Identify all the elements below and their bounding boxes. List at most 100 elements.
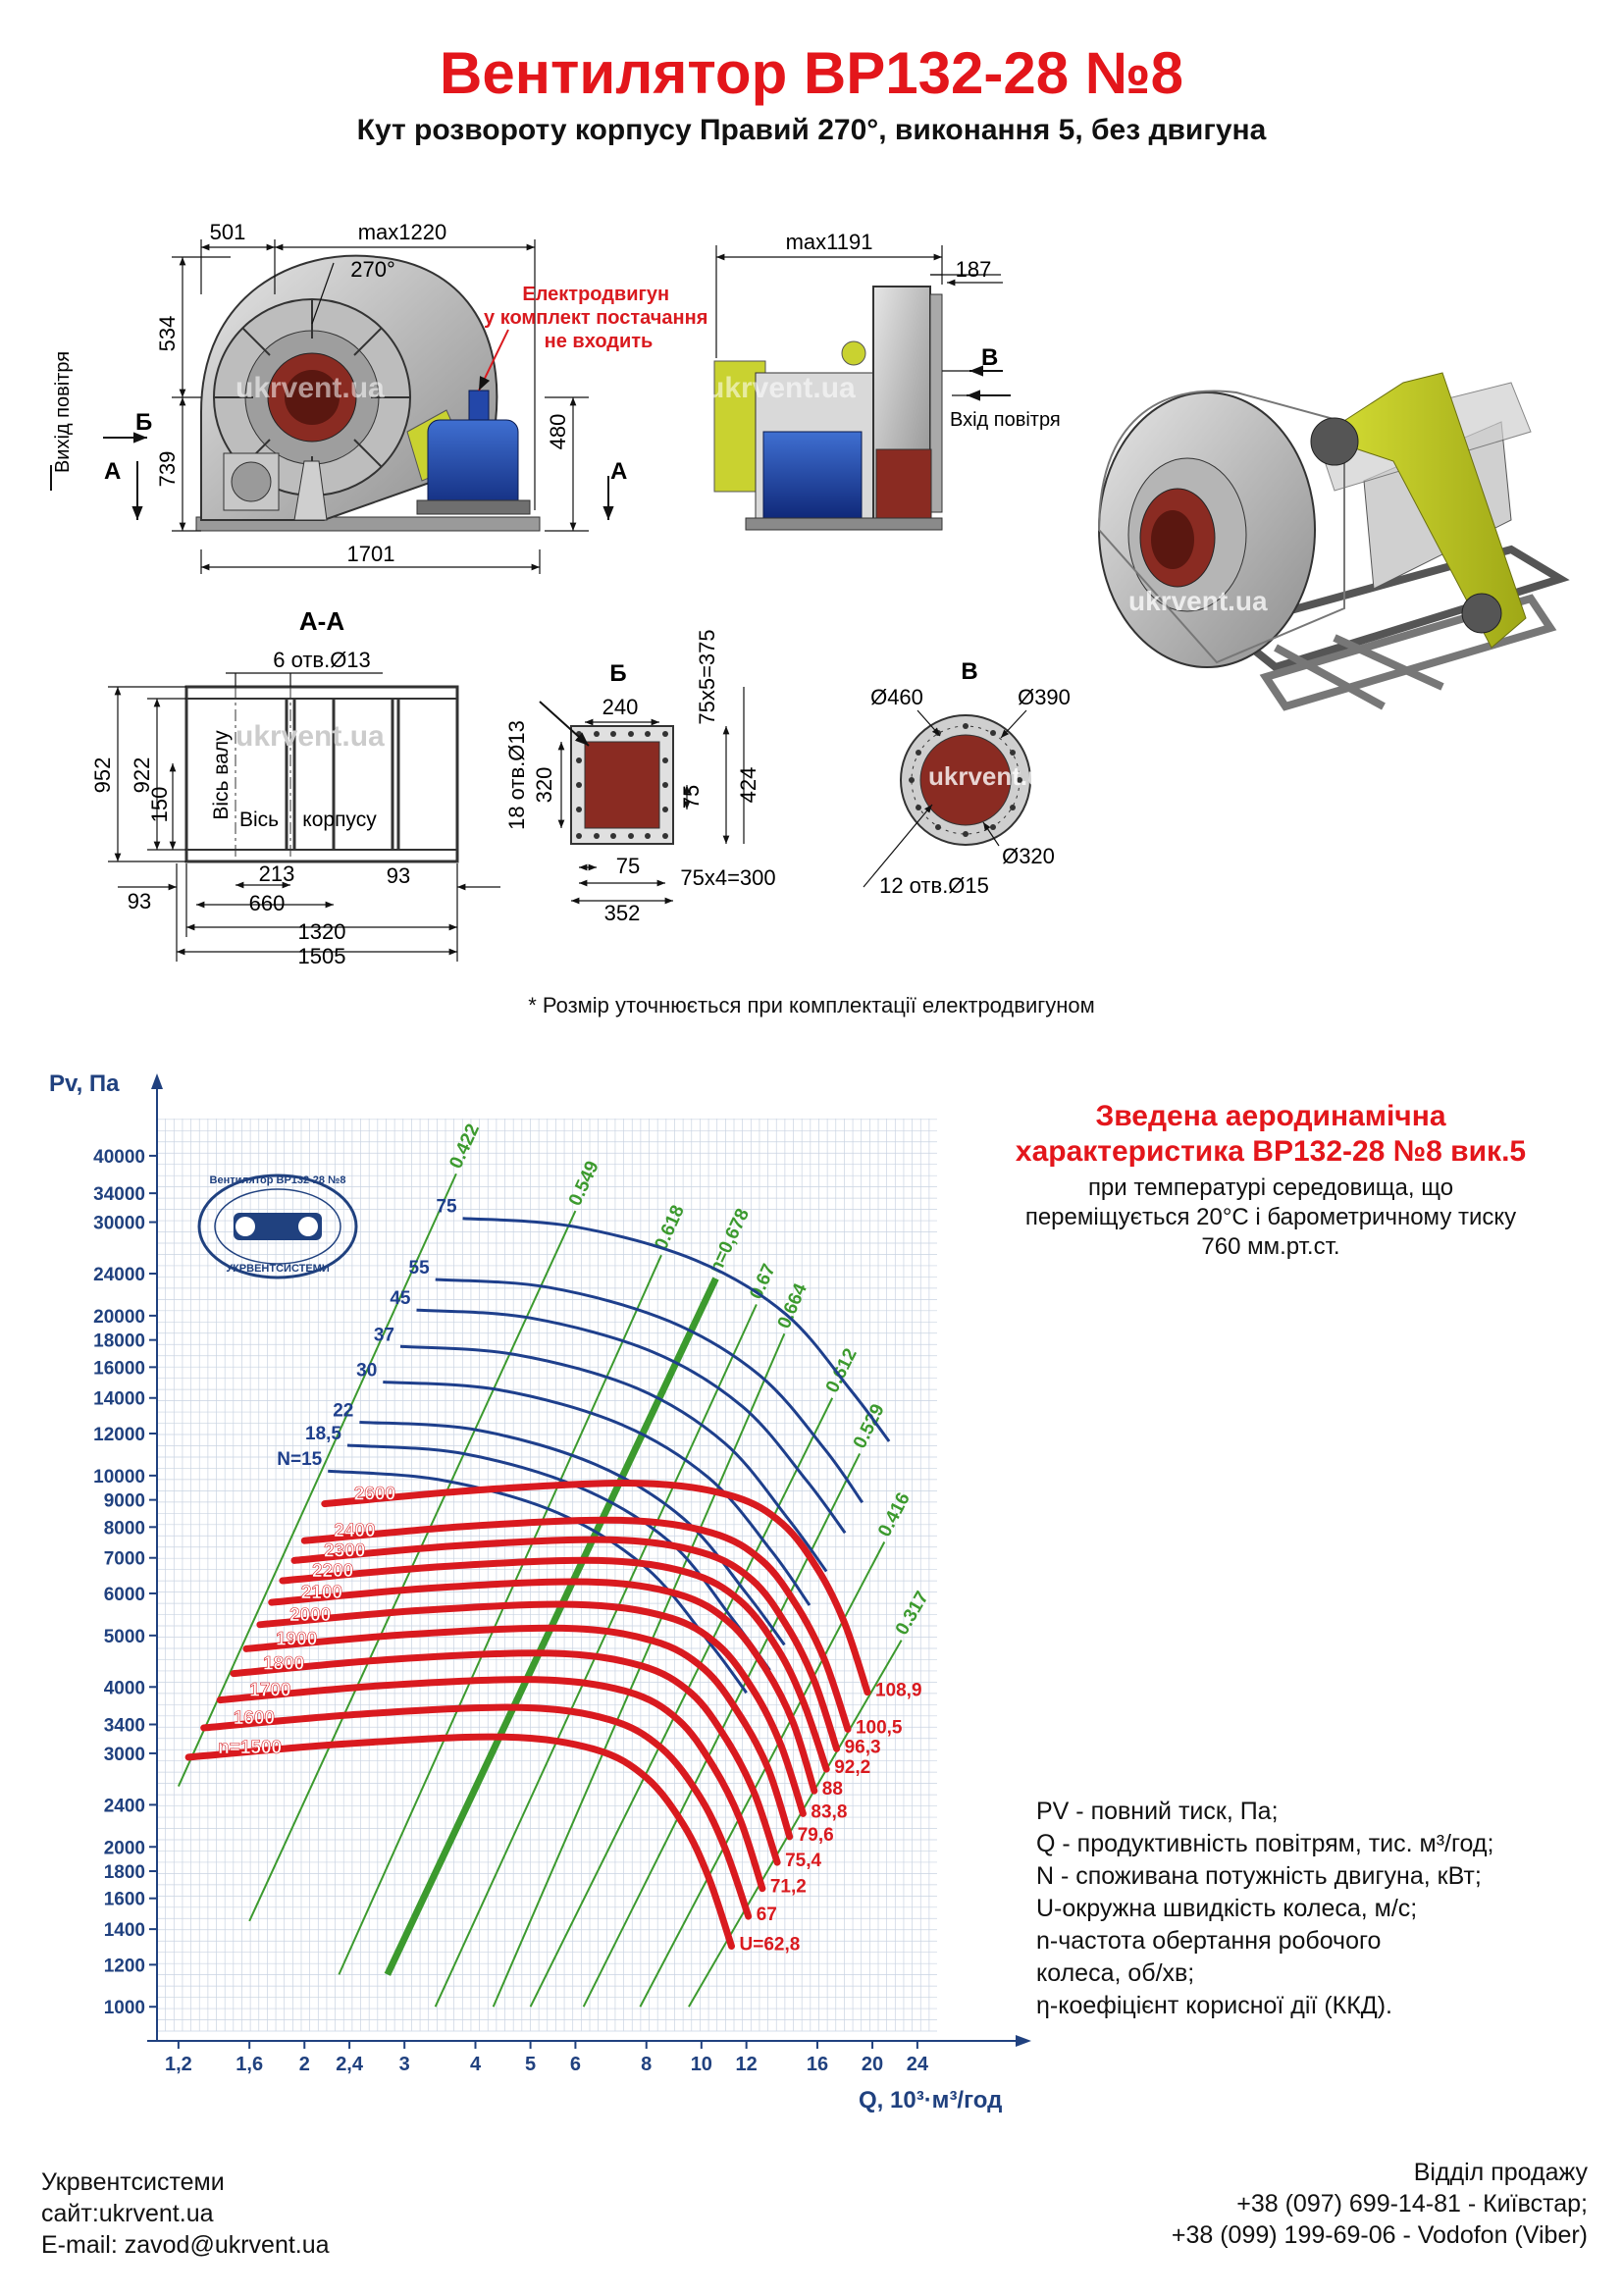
- legend-item: N - споживана потужність двигуна, кВт;: [1036, 1862, 1482, 1890]
- efficiency-line: [492, 1332, 786, 2008]
- axis-body-label-2: корпусу: [302, 809, 377, 831]
- dim-660: 660: [249, 891, 286, 915]
- speed-curve-label: 1600: [234, 1708, 275, 1729]
- section-mark-a-left: А: [104, 458, 121, 485]
- speed-curve: [216, 1676, 766, 1893]
- view-b-title: Б: [609, 660, 626, 687]
- dim-93-left: 93: [128, 889, 151, 913]
- x-tick-label: 12: [736, 2054, 758, 2075]
- dim-501: 501: [210, 220, 246, 244]
- dim-1701: 1701: [347, 542, 395, 566]
- dim-352: 352: [604, 901, 641, 925]
- speed-curve-label: 1800: [263, 1654, 304, 1675]
- dim-d390: Ø390: [1018, 685, 1071, 709]
- section-mark-v: В: [981, 344, 998, 371]
- y-tick-label: 10000: [93, 1467, 145, 1487]
- speed-curve: [279, 1556, 830, 1773]
- dim-240: 240: [602, 695, 639, 719]
- watermark-side: ukrvent.ua: [707, 372, 856, 404]
- speed-curve-label: 2400: [334, 1521, 375, 1541]
- y-tick-label: 1400: [104, 1920, 145, 1941]
- dim-75-horizontal: 75: [616, 854, 640, 878]
- tip-speed-label: 96,3: [845, 1737, 881, 1757]
- x-axis-arrow: [1016, 2035, 1031, 2047]
- dim-320: 320: [532, 767, 556, 804]
- dim-534: 534: [155, 316, 180, 352]
- dim-d460: Ø460: [870, 685, 923, 709]
- chart-conditions-line-2: переміщується 20°С і барометричному тиск…: [1024, 1204, 1517, 1230]
- chart-title-line-2: характеристика ВР132-28 №8 вик.5: [1015, 1135, 1527, 1168]
- efficiency-line: [338, 1254, 662, 1975]
- tip-speed-label: 83,8: [811, 1801, 847, 1822]
- view-v: ukrvent.ua В Ø460 Ø390 Ø320 12 отв.Ø15: [863, 658, 1071, 898]
- power-curve-label: 45: [390, 1288, 411, 1309]
- sales-phone-2[interactable]: +38 (099) 199-69-06 - Vodofon (Viber): [1171, 2221, 1588, 2249]
- x-tick-label: 1,6: [236, 2054, 263, 2075]
- holes-6x13: 6 отв.Ø13: [273, 648, 371, 672]
- y-tick-label: 4000: [104, 1678, 145, 1698]
- speed-curve: [290, 1536, 841, 1752]
- air-inlet-label: Вхід повітря: [950, 409, 1061, 431]
- dim-480: 480: [546, 414, 570, 450]
- aerodynamic-chart: 1000120014001600180020002400300034004000…: [49, 1070, 1031, 2113]
- axis-shaft-label: Вісь валу: [210, 730, 233, 820]
- y-tick-label: 3400: [104, 1716, 145, 1737]
- speed-curve-label: 2200: [312, 1561, 353, 1582]
- speed-curve: [268, 1578, 818, 1795]
- tip-speed-label: 88: [822, 1779, 843, 1800]
- dim-max1220: max1220: [358, 220, 447, 244]
- dim-922: 922: [130, 757, 154, 794]
- motor-note-line-1: Електродвигун: [522, 284, 669, 305]
- chart-axis-labels: Pv, ПаQ, 10³·м³/год: [49, 1070, 1002, 2113]
- company-stamp: Вентилятор ВР132-28 №8 УКРВЕНТСИСТЕМИ: [197, 1174, 358, 1279]
- speed-curve-label: n=1500: [218, 1738, 282, 1758]
- x-tick-label: 24: [907, 2054, 929, 2075]
- power-curve-label: 55: [409, 1258, 431, 1278]
- power-curve: [416, 1308, 847, 1535]
- speed-curve-label: 2600: [354, 1485, 395, 1505]
- y-tick-label: 18000: [93, 1331, 145, 1352]
- efficiency-label: 0.317: [892, 1588, 933, 1639]
- stamp-top-text: Вентилятор ВР132-28 №8: [210, 1174, 346, 1186]
- sales-title: Відділ продажу: [1413, 2159, 1588, 2186]
- tip-speed-label: 79,6: [798, 1825, 834, 1846]
- company-email-link[interactable]: E-mail: zavod@ukrvent.ua: [41, 2231, 330, 2259]
- tip-speed-label: 71,2: [770, 1877, 807, 1898]
- chart-axes: 1000120014001600180020002400300034004000…: [93, 1073, 1031, 2075]
- power-curve-label: 22: [333, 1401, 353, 1422]
- x-tick-label: 2: [299, 2054, 310, 2075]
- legend-item: PV - повний тиск, Па;: [1036, 1798, 1279, 1825]
- power-curve: [435, 1278, 864, 1504]
- dim-150: 150: [147, 787, 172, 823]
- sales-phone-1[interactable]: +38 (097) 699-14-81 - Київстар;: [1236, 2190, 1588, 2218]
- watermark-aa: ukrvent.ua: [236, 720, 385, 753]
- speed-curve: [242, 1624, 794, 1841]
- chart-conditions-line-3: 760 мм.рт.ст.: [1201, 1233, 1340, 1260]
- y-tick-label: 1000: [104, 1998, 145, 2018]
- dim-739: 739: [155, 451, 180, 488]
- efficiency-line: [177, 1173, 457, 1787]
- y-tick-label: 5000: [104, 1627, 145, 1647]
- isometric-view: ukrvent.ua: [1097, 372, 1570, 711]
- speed-curve-label: 2000: [289, 1605, 331, 1626]
- tip-speed-label: 75,4: [785, 1851, 821, 1871]
- x-tick-label: 10: [691, 2054, 712, 2075]
- speed-curve: [200, 1703, 753, 1920]
- motor-note-line-2: у комплект постачання: [484, 307, 707, 329]
- y-tick-label: 2400: [104, 1796, 145, 1816]
- company-name: Укрвентсистеми: [41, 2168, 225, 2196]
- y-tick-label: 14000: [93, 1389, 145, 1410]
- y-tick-label: 1800: [104, 1862, 145, 1883]
- dim-424: 424: [736, 767, 760, 804]
- holes-12x15: 12 отв.Ø15: [879, 873, 989, 898]
- chart-title-line-1: Зведена аеродинамічна: [1095, 1100, 1446, 1132]
- speed-curve-label: 2100: [301, 1583, 342, 1603]
- y-tick-label: 16000: [93, 1358, 145, 1379]
- power-curve: [399, 1344, 828, 1573]
- dimension-note: * Розмір уточнюється при комплектації ел…: [528, 993, 1095, 1018]
- efficiency-label: 0.529: [850, 1401, 889, 1452]
- x-tick-label: 2,4: [336, 2054, 364, 2075]
- company-site-link[interactable]: сайт:ukrvent.ua: [41, 2200, 214, 2227]
- legend-item: U-окружна швидкість колеса, м/с;: [1036, 1895, 1418, 1922]
- section-aa-title: А-А: [299, 606, 344, 636]
